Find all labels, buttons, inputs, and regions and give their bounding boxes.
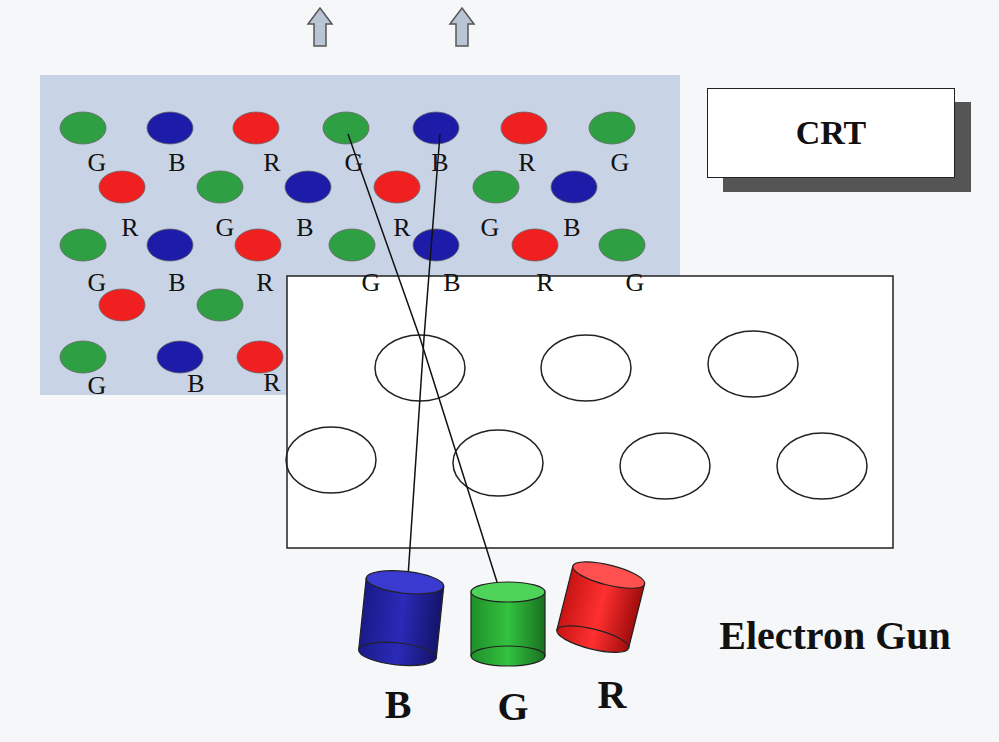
phosphor-dot — [329, 229, 375, 261]
phosphor-dot — [512, 229, 558, 261]
color-letter: B — [563, 215, 580, 241]
phosphor-dot — [413, 112, 459, 144]
color-letter: G — [611, 150, 630, 176]
phosphor-dot — [60, 229, 106, 261]
gun-letter: R — [598, 675, 627, 715]
color-letter: G — [216, 215, 235, 241]
shadow-mask — [287, 276, 893, 548]
color-letter: R — [393, 215, 410, 241]
color-letter: R — [263, 150, 280, 176]
color-letter: R — [536, 270, 553, 296]
color-letter: G — [481, 215, 500, 241]
color-letter: G — [345, 150, 364, 176]
color-letter: G — [88, 373, 107, 399]
box-title: CRT — [796, 114, 867, 152]
phosphor-dot — [323, 112, 369, 144]
phosphor-dot — [197, 289, 243, 321]
phosphor-dot — [237, 341, 283, 373]
color-letter: R — [263, 370, 280, 396]
mask-holes — [286, 331, 867, 499]
gun-caption: Electron Gun — [719, 616, 951, 656]
color-letter: G — [626, 270, 645, 296]
color-letter: B — [431, 150, 448, 176]
gun-letter: B — [385, 685, 412, 725]
color-letter: B — [443, 270, 460, 296]
title-box: CRT — [707, 88, 955, 178]
phosphor-dot — [551, 171, 597, 203]
color-letter: B — [168, 150, 185, 176]
color-letter: B — [187, 371, 204, 397]
phosphor-dot — [413, 229, 459, 261]
electron-beam — [348, 134, 497, 582]
phosphor-dot — [60, 341, 106, 373]
phosphor-dot — [157, 341, 203, 373]
phosphor-dot — [60, 112, 106, 144]
color-letter: R — [256, 270, 273, 296]
color-letter: B — [168, 270, 185, 296]
phosphor-dot — [235, 229, 281, 261]
color-letter: B — [296, 215, 313, 241]
phosphor-dot — [233, 112, 279, 144]
phosphor-dot — [197, 171, 243, 203]
color-letter: R — [518, 150, 535, 176]
color-letter: G — [362, 270, 381, 296]
phosphor-dot — [473, 171, 519, 203]
phosphor-dot — [589, 112, 635, 144]
gun-letter: G — [497, 687, 528, 727]
phosphor-dot — [501, 112, 547, 144]
color-letter: G — [88, 270, 107, 296]
color-letter: G — [88, 150, 107, 176]
emission-arrow — [308, 8, 474, 46]
electron-gun — [358, 556, 648, 669]
color-letter: R — [121, 215, 138, 241]
phosphor-dot — [599, 229, 645, 261]
phosphor-dot — [147, 112, 193, 144]
phosphor-dot — [374, 171, 420, 203]
phosphor-dot — [285, 171, 331, 203]
phosphor-dot — [147, 229, 193, 261]
